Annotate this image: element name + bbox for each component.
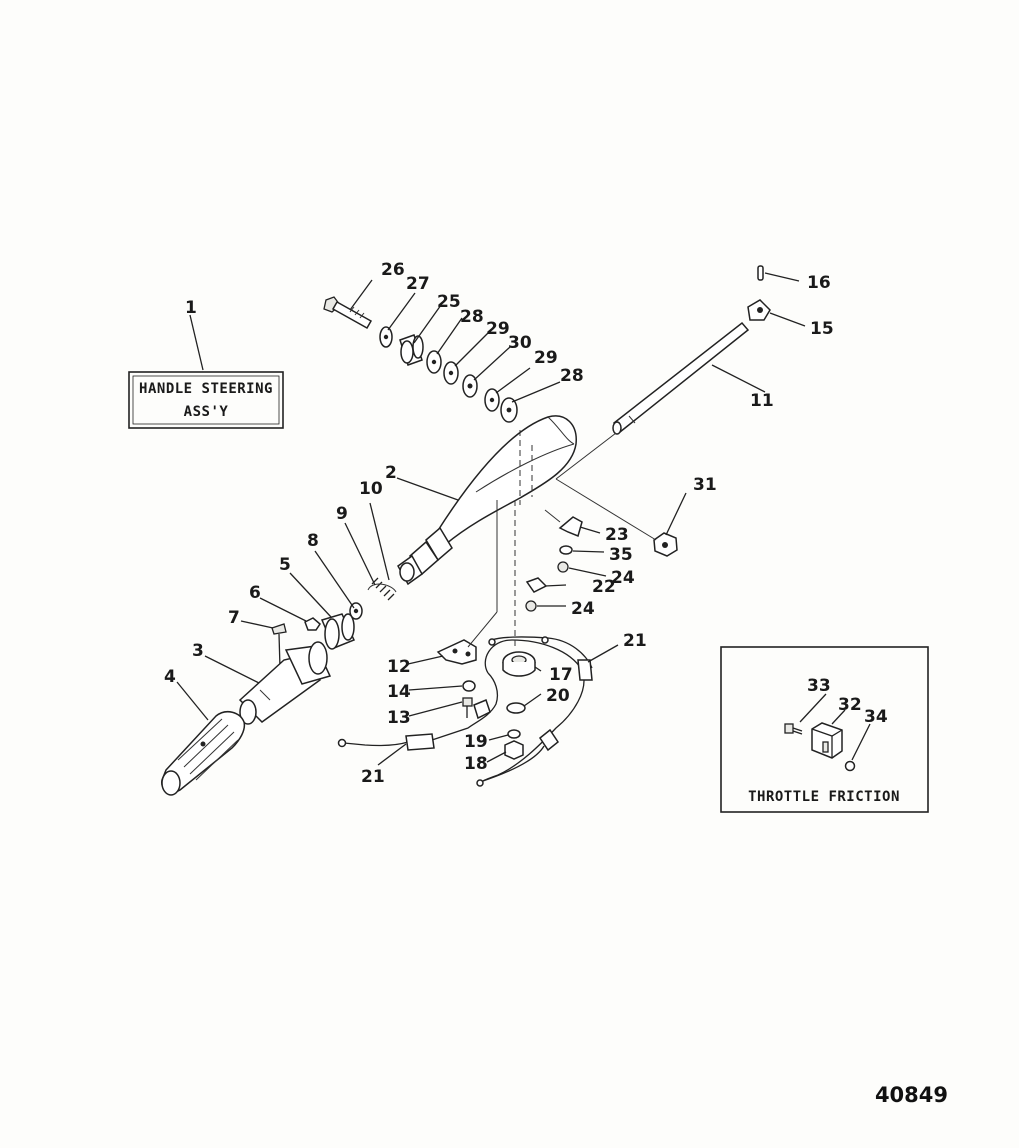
callout-27: 27 (406, 274, 430, 294)
callout-14: 14 (387, 682, 411, 702)
friction-block-32-shape (811, 722, 843, 759)
callout-19: 19 (464, 732, 488, 752)
lower-assembly-parts (436, 639, 536, 760)
callout-33: 33 (807, 676, 831, 696)
callout-29-top: 29 (486, 319, 510, 339)
callout-22: 22 (592, 577, 616, 597)
callout-15: 15 (810, 319, 834, 339)
callout-28-top: 28 (460, 307, 484, 327)
callout-21-right: 21 (623, 631, 647, 651)
callout-5: 5 (279, 555, 291, 575)
callout-17: 17 (549, 665, 573, 685)
throttle-friction-box: THROTTLE FRICTION (720, 646, 929, 813)
bolt-washer-stack (323, 296, 518, 423)
callout-29-bottom: 29 (534, 348, 558, 368)
callout-1: 1 (185, 298, 197, 318)
callout-30: 30 (508, 333, 532, 353)
callout-26: 26 (381, 260, 405, 280)
handle-steering-subtitle: ASS'Y (184, 404, 229, 420)
callout-7: 7 (228, 608, 240, 628)
callout-23: 23 (605, 525, 629, 545)
tiller-handle-shape (397, 415, 577, 586)
throttle-friction-title: THROTTLE FRICTION (748, 789, 900, 805)
screw-33-shape (784, 723, 803, 735)
nut-34-shape (844, 760, 856, 772)
callout-10: 10 (359, 479, 383, 499)
callout-18: 18 (464, 754, 488, 774)
callout-24-bottom: 24 (571, 599, 595, 619)
callout-11: 11 (750, 391, 774, 411)
grip-assembly (161, 577, 397, 796)
callout-34: 34 (864, 707, 888, 727)
figure-number: 40849 (875, 1083, 948, 1107)
callout-28-bottom: 28 (560, 366, 584, 386)
callout-13: 13 (387, 708, 411, 728)
leader-lines (176, 272, 871, 766)
callout-12: 12 (387, 657, 411, 677)
callout-6: 6 (249, 583, 261, 603)
callout-31: 31 (693, 475, 717, 495)
small-parts-cluster (525, 516, 583, 612)
callout-32: 32 (838, 695, 862, 715)
callout-35: 35 (609, 545, 633, 565)
handle-steering-box: HANDLE STEERING ASS'Y (128, 371, 284, 429)
throttle-shaft-11 (612, 265, 771, 435)
callout-24-top: 24 (611, 568, 635, 588)
callout-2: 2 (385, 463, 397, 483)
callout-16: 16 (807, 273, 831, 293)
callout-numbers: 1 2 3 4 5 6 7 8 9 10 11 12 13 14 15 16 1… (164, 260, 888, 787)
callout-4: 4 (164, 667, 176, 687)
nut-31-shape (653, 532, 678, 557)
callout-9: 9 (336, 504, 348, 524)
throttle-cables (337, 636, 593, 787)
callout-20: 20 (546, 686, 570, 706)
callout-3: 3 (192, 641, 204, 661)
callout-25: 25 (437, 292, 461, 312)
callout-21-left: 21 (361, 767, 385, 787)
callout-8: 8 (307, 531, 319, 551)
handle-steering-title: HANDLE STEERING (139, 381, 273, 397)
